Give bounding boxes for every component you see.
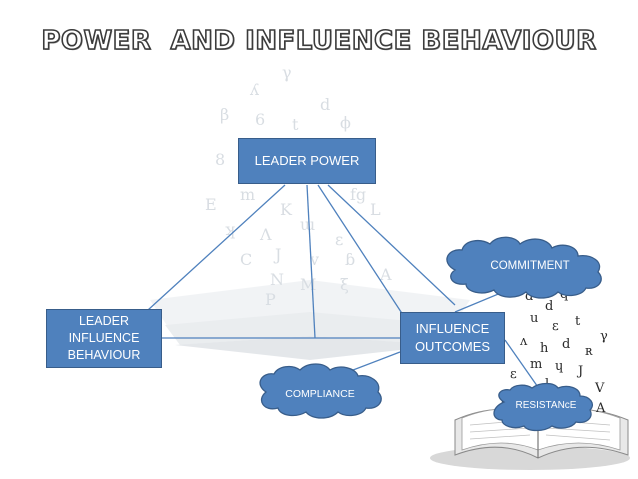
leader-power-box: LEADER POWER bbox=[238, 138, 376, 184]
commitment-label: COMMITMENT bbox=[490, 260, 570, 272]
svg-text:V: V bbox=[594, 381, 605, 396]
svg-text:N: N bbox=[270, 270, 284, 289]
svg-text:ɓ: ɓ bbox=[345, 250, 355, 269]
svg-text:d: d bbox=[562, 337, 570, 352]
leader-influence-behaviour-box: LEADER INFLUENCE BEHAVIOUR bbox=[46, 309, 162, 368]
svg-text:β: β bbox=[220, 105, 229, 124]
svg-text:u: u bbox=[530, 311, 538, 326]
connector-power-to-outcomes-a bbox=[317, 184, 406, 319]
svg-text:K: K bbox=[280, 200, 293, 219]
svg-text:ɯ: ɯ bbox=[300, 215, 315, 234]
resistance-cloud bbox=[493, 382, 594, 432]
influence-outcomes-box: INFLUENCE OUTCOMES bbox=[400, 312, 505, 364]
svg-text:m: m bbox=[240, 185, 255, 204]
svg-text:ʀ: ʀ bbox=[585, 344, 593, 359]
compliance-cloud bbox=[259, 363, 382, 419]
commitment-cloud bbox=[446, 236, 602, 299]
svg-text:ʞ: ʞ bbox=[225, 220, 235, 239]
svg-text:γ: γ bbox=[282, 63, 292, 82]
influence-outcomes-label: INFLUENCE OUTCOMES bbox=[414, 321, 491, 354]
svg-text:d: d bbox=[525, 289, 533, 304]
svg-text:E: E bbox=[205, 195, 217, 214]
connector-power-to-outcomes-b bbox=[327, 184, 456, 306]
compliance-label: COMPLIANCE bbox=[285, 388, 355, 400]
connectors bbox=[147, 184, 541, 391]
faint-book-decoration bbox=[150, 280, 470, 360]
leader-power-label: LEADER POWER bbox=[254, 153, 360, 169]
page-title: POWER AND INFLUENCE BEHAVIOUR bbox=[41, 25, 597, 57]
svg-text:ϕ: ϕ bbox=[340, 113, 351, 132]
svg-text:A: A bbox=[379, 265, 392, 284]
svg-text:v: v bbox=[309, 250, 319, 269]
svg-text:8: 8 bbox=[215, 150, 225, 169]
resistance-label: RESISTANcE bbox=[515, 400, 577, 411]
svg-text:ε: ε bbox=[552, 319, 559, 334]
svg-text:ʎ: ʎ bbox=[249, 80, 259, 99]
connector-power-to-compliance-line bbox=[306, 184, 316, 339]
svg-text:d: d bbox=[545, 299, 553, 314]
svg-text:d: d bbox=[320, 95, 330, 114]
svg-text:C: C bbox=[240, 250, 252, 269]
svg-text:h: h bbox=[540, 341, 549, 356]
svg-text:m: m bbox=[530, 357, 542, 372]
leader-influence-behaviour-label: LEADER INFLUENCE BEHAVIOUR bbox=[67, 314, 141, 362]
svg-text:6: 6 bbox=[255, 110, 265, 129]
svg-text:A: A bbox=[595, 401, 606, 416]
connector-power-to-behaviour bbox=[147, 184, 286, 311]
svg-text:fg: fg bbox=[350, 185, 366, 204]
svg-text:γ: γ bbox=[600, 329, 608, 344]
svg-text:t: t bbox=[292, 115, 299, 134]
svg-text:J: J bbox=[273, 245, 281, 264]
svg-text:ɥ: ɥ bbox=[555, 359, 563, 374]
svg-text:ε: ε bbox=[335, 230, 343, 249]
connector-outcomes-to-resistance bbox=[504, 339, 541, 391]
svg-text:L: L bbox=[370, 200, 381, 219]
svg-text:t: t bbox=[575, 314, 581, 329]
svg-text:ξ: ξ bbox=[340, 275, 349, 294]
svg-text:J: J bbox=[576, 364, 583, 379]
svg-text:P: P bbox=[265, 290, 276, 309]
svg-text:ε: ε bbox=[510, 367, 517, 382]
svg-text:Λ: Λ bbox=[259, 225, 272, 244]
svg-text:ʌ: ʌ bbox=[519, 334, 528, 349]
